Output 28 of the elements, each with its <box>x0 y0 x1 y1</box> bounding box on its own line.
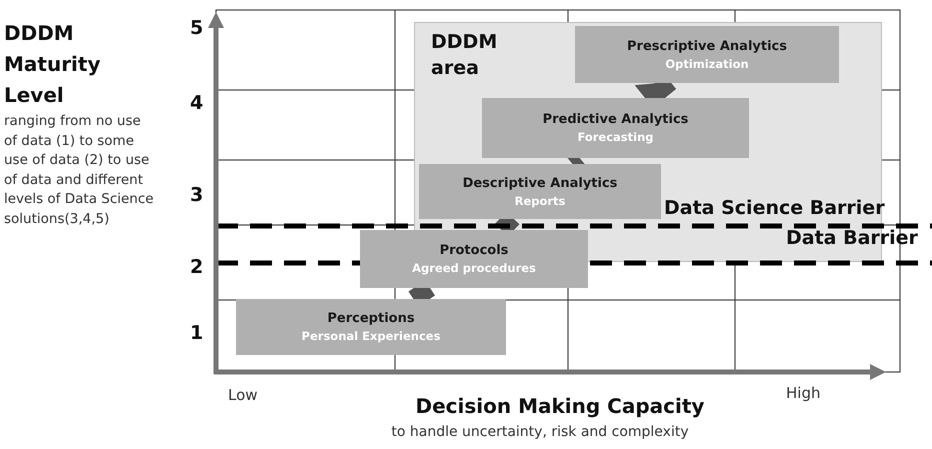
barrier-label: Data Science Barrier <box>664 197 886 219</box>
stage-title: Protocols <box>440 243 508 258</box>
stage-title: Predictive Analytics <box>542 112 688 127</box>
stage-subtitle: Personal Experiences <box>302 329 440 343</box>
stage-box <box>236 299 506 355</box>
stage-box <box>419 164 661 219</box>
stage-box <box>360 230 588 288</box>
tick-label: 5 <box>190 17 204 39</box>
stage-subtitle: Optimization <box>665 56 749 70</box>
axis-end-label: Low <box>228 386 259 404</box>
tick-label: 3 <box>190 184 204 206</box>
stage-title: Prescriptive Analytics <box>627 38 787 54</box>
stage-title: Perceptions <box>327 311 415 326</box>
tick-label: 2 <box>190 256 204 278</box>
axis-description: ranging from no use of data (1) to some use of data (2) to use of data and different levels of Data Science solutions(3,4,5) <box>4 112 154 228</box>
stage-subtitle: Reports <box>514 194 566 208</box>
stage-box <box>482 98 749 158</box>
axis-subtitle: to handle uncertainty, risk and complexity <box>390 424 690 440</box>
area-title: DDDM area <box>431 30 498 81</box>
axis-end-label: High <box>786 384 822 402</box>
stage-subtitle: Forecasting <box>577 130 654 144</box>
axis-title: DDDM Maturity Level <box>4 20 102 109</box>
axis-title: Decision Making Capacity <box>414 394 706 418</box>
tick-label: 4 <box>190 92 204 114</box>
tick-label: 1 <box>190 322 204 344</box>
stage-title: Descriptive Analytics <box>462 176 618 190</box>
stage-subtitle: Agreed procedures <box>412 261 536 275</box>
stage-box <box>575 26 839 83</box>
